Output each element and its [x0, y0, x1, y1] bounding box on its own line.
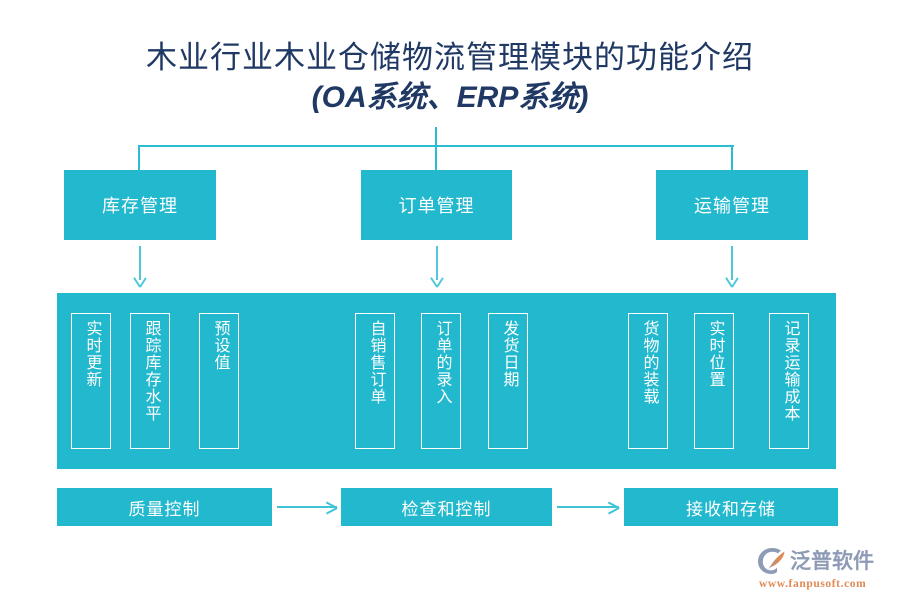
feature-card-cargo-loading[interactable]: 货物的装载 — [628, 313, 668, 449]
arrow-shaft — [731, 246, 733, 280]
connector-stem — [435, 127, 437, 146]
feature-card-realtime-update[interactable]: 实时更新 — [71, 313, 111, 449]
feature-card-self-sales-order[interactable]: 自销售订单 — [355, 313, 395, 449]
level1-box-order[interactable]: 订单管理 — [361, 170, 512, 240]
feature-card-label: 自销售订单 — [367, 320, 385, 405]
feature-card-label: 实时位置 — [706, 320, 724, 388]
process-step-receive-store[interactable]: 接收和存储 — [624, 488, 838, 526]
feature-card-label: 预设值 — [211, 320, 229, 371]
arrow-shaft — [277, 506, 337, 508]
connector-drop-3 — [731, 145, 733, 170]
arrow-head — [324, 500, 337, 514]
feature-card-label: 实时更新 — [83, 320, 101, 388]
brand-wordmark: 泛普软件 — [790, 549, 874, 573]
page-title: 木业行业木业仓储物流管理模块的功能介绍 (OA系统、ERP系统) — [0, 38, 900, 117]
arrow-head — [726, 276, 738, 288]
feature-card-realtime-location[interactable]: 实时位置 — [694, 313, 734, 449]
level1-box-transport[interactable]: 运输管理 — [656, 170, 808, 240]
feature-card-order-entry[interactable]: 订单的录入 — [421, 313, 461, 449]
arrow-head — [134, 276, 146, 288]
arrow-shaft — [557, 506, 619, 508]
down-arrow-icon-3 — [725, 246, 739, 288]
right-arrow-icon-2 — [557, 500, 619, 514]
fanpu-logo-icon — [758, 548, 785, 574]
feature-card-label: 发货日期 — [500, 320, 518, 388]
process-step-quality-control[interactable]: 质量控制 — [57, 488, 272, 526]
arrow-head — [431, 276, 443, 288]
feature-card-preset-value[interactable]: 预设值 — [199, 313, 239, 449]
brand-logo: 泛普软件 www.fanpusoft.com — [757, 546, 895, 592]
arrow-shaft — [436, 246, 438, 280]
connector-drop-2 — [435, 145, 437, 170]
feature-card-label: 记录运输成本 — [781, 320, 799, 422]
feature-card-track-stock-level[interactable]: 跟踪库存水平 — [130, 313, 170, 449]
level1-box-inventory[interactable]: 库存管理 — [64, 170, 216, 240]
brand-logo-row: 泛普软件 — [757, 546, 895, 576]
arrow-head — [606, 500, 619, 514]
feature-card-shipping-date[interactable]: 发货日期 — [488, 313, 528, 449]
arrow-shaft — [139, 246, 141, 280]
down-arrow-icon-2 — [430, 246, 444, 288]
brand-url: www.fanpusoft.com — [759, 578, 867, 590]
feature-card-label: 跟踪库存水平 — [142, 320, 160, 422]
feature-card-label: 订单的录入 — [433, 320, 451, 405]
feature-card-label: 货物的装载 — [640, 320, 658, 405]
right-arrow-icon-1 — [277, 500, 337, 514]
feature-band — [57, 293, 836, 469]
page-title-line2: (OA系统、ERP系统) — [311, 81, 589, 115]
page-title-line1: 木业行业木业仓储物流管理模块的功能介绍 — [146, 40, 754, 75]
feature-card-record-transport-cost[interactable]: 记录运输成本 — [769, 313, 809, 449]
process-step-inspection-control[interactable]: 检查和控制 — [341, 488, 552, 526]
down-arrow-icon-1 — [133, 246, 147, 288]
connector-drop-1 — [138, 145, 140, 170]
